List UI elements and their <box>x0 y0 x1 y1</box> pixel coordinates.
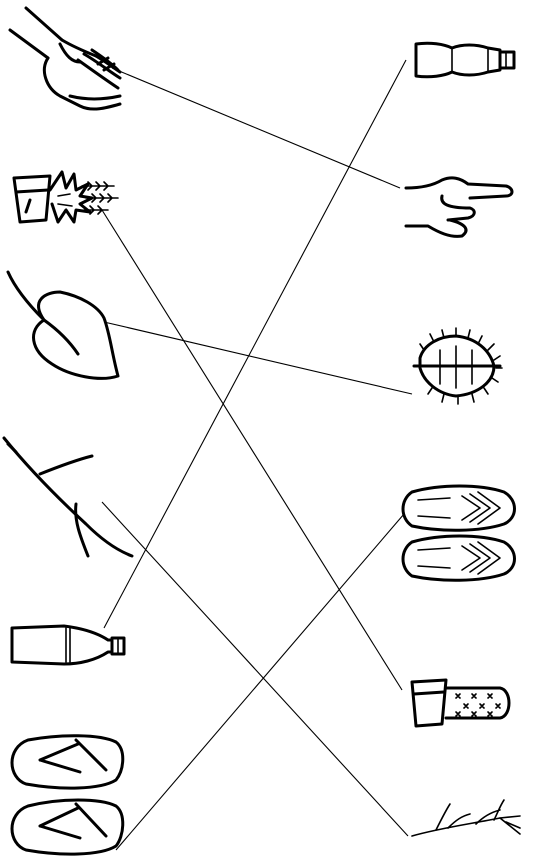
connection-line-aloe-pot-to-cactus-pot <box>102 210 402 690</box>
connection-line-smooth-leaf-to-spiky-leaf <box>104 322 412 394</box>
bare-twig-icon[interactable] <box>4 438 132 556</box>
smooth-leaf-icon[interactable] <box>8 272 118 378</box>
cactus-pot-icon[interactable] <box>412 680 509 726</box>
flip-flops-icon[interactable] <box>12 736 123 854</box>
spiky-aloe-pot-icon[interactable] <box>14 172 118 222</box>
plastic-bottle-icon[interactable] <box>12 626 124 664</box>
pointing-hand-icon[interactable] <box>406 178 512 236</box>
thorny-branch-icon[interactable] <box>412 800 520 836</box>
spiky-leaf-icon[interactable] <box>414 328 502 404</box>
connection-line-twig-to-branch <box>102 502 408 836</box>
connection-lines <box>102 60 412 850</box>
connection-line-rough-hand-to-pointing-hand <box>112 68 400 188</box>
ridged-sandals-icon[interactable] <box>403 486 515 580</box>
connection-line-plastic-bottle-to-long-bottle <box>104 60 406 628</box>
open-hand-icon[interactable] <box>10 8 120 109</box>
long-bottle-icon[interactable] <box>416 43 514 77</box>
